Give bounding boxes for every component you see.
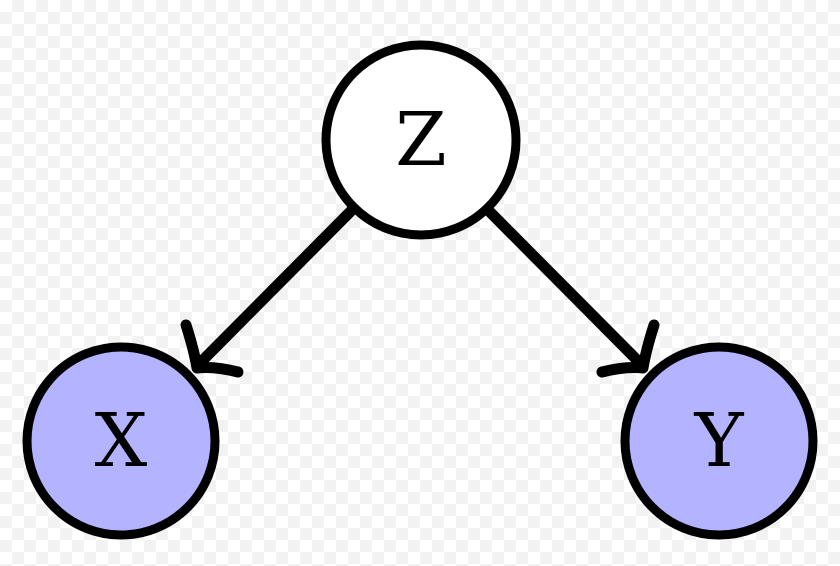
node-x-circle (22, 342, 220, 540)
node-z-circle (321, 40, 521, 240)
edge-z-to-x-line (191, 204, 358, 372)
node-x-label: X (95, 398, 148, 484)
node-y-label: Y (694, 398, 745, 484)
edge-z-to-y-arrowhead (596, 319, 660, 378)
edge-z-to-y (482, 204, 660, 378)
edge-z-to-y-line (482, 204, 649, 372)
edge-z-to-x-arrowhead (180, 319, 244, 378)
node-y: Y (620, 342, 818, 540)
node-z-label: Z (395, 97, 446, 183)
edge-z-to-x (180, 204, 358, 378)
node-z: Z (321, 40, 521, 240)
node-y-circle (620, 342, 818, 540)
node-x: X (22, 342, 220, 540)
